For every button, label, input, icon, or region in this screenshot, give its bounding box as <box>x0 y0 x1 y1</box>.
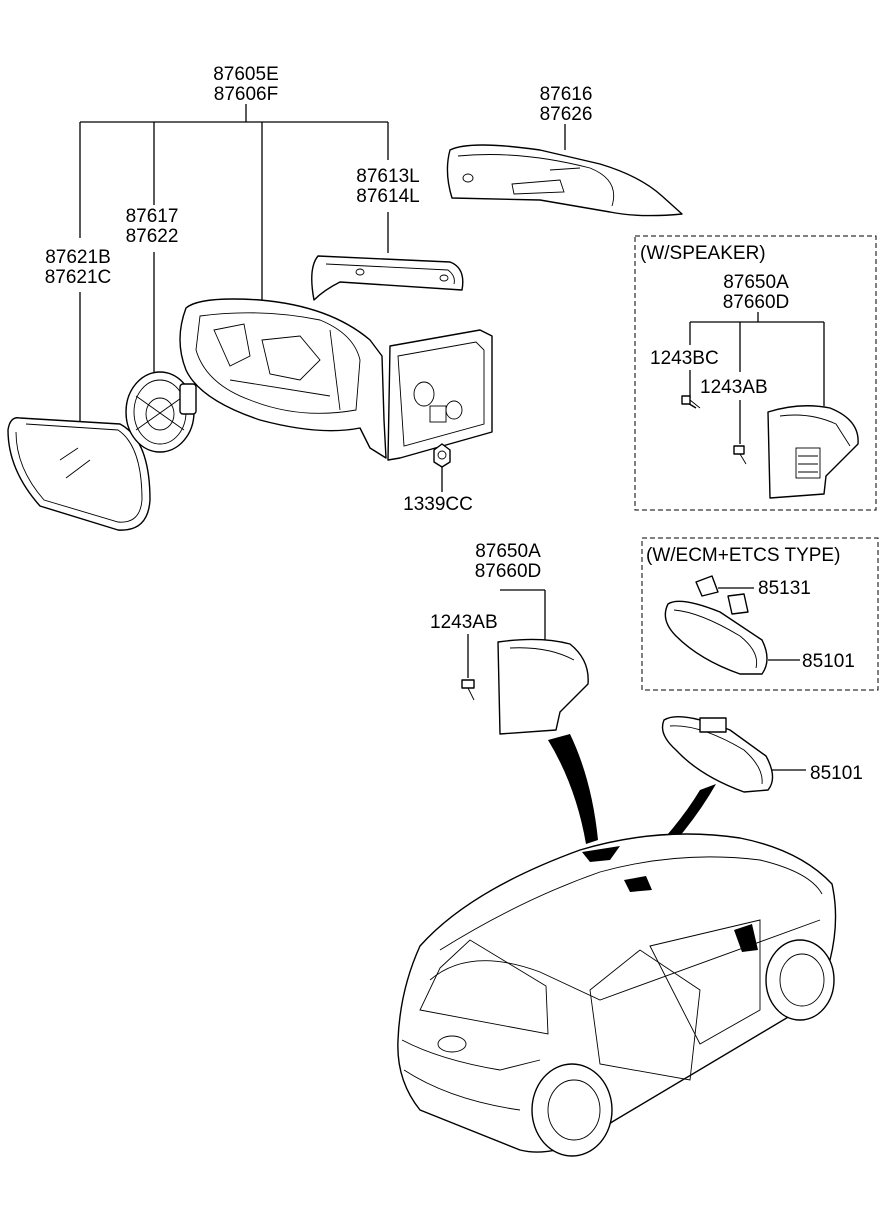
label-housing-b: 87606F <box>214 84 278 105</box>
speaker-box <box>634 235 877 511</box>
screw-1243bc <box>681 395 701 409</box>
mirror-base <box>387 329 493 461</box>
label-actuator-a: 87617 <box>126 206 179 227</box>
mirror-glass <box>7 417 151 531</box>
label-scalp-a: 87616 <box>540 84 593 105</box>
label-screw-bc: 1243BC <box>650 348 719 369</box>
mirror-housing <box>179 298 387 459</box>
labels: 87605E 87606F 87616 87626 87613L 87614L … <box>45 64 863 784</box>
speaker-leader-lines <box>689 312 825 444</box>
label-glass-a: 87621B <box>45 247 111 268</box>
ecm-box <box>641 537 879 691</box>
speaker-cover-lower <box>497 638 589 735</box>
label-lamp-a: 87613L <box>356 166 419 187</box>
label-speaker-cover-b: 87660D <box>723 292 790 313</box>
label-speaker-box-title: (W/SPEAKER) <box>640 243 766 264</box>
housing-leader-lines <box>79 104 566 492</box>
label-sensor: 85131 <box>758 578 811 599</box>
label-speaker-cover-a: 87650A <box>723 272 789 293</box>
label-actuator-b: 87622 <box>126 226 179 247</box>
screw-1243ab <box>461 679 475 701</box>
label-screw-ab-box: 1243AB <box>700 377 768 398</box>
mirror-actuator <box>125 371 197 453</box>
inside-mirror <box>661 715 806 793</box>
label-glass-b: 87621C <box>45 267 112 288</box>
inside-mirror-ecm <box>664 600 800 675</box>
label-housing-a: 87605E <box>213 64 279 85</box>
label-lamp-b: 87614L <box>356 186 419 207</box>
scalp-cover <box>446 144 683 217</box>
cover-leader-lines <box>467 589 546 678</box>
label-nut: 1339CC <box>403 494 473 515</box>
label-scalp-b: 87626 <box>540 104 593 125</box>
speaker-cover <box>767 405 859 499</box>
label-cover-a: 87650A <box>475 541 541 562</box>
side-repeater-lamp <box>311 255 464 301</box>
label-inside-mirror-ecm: 85101 <box>802 651 855 672</box>
label-cover-b: 87660D <box>475 561 542 582</box>
label-inside-mirror: 85101 <box>810 763 863 784</box>
rain-sensor <box>695 575 754 615</box>
nut <box>433 443 451 468</box>
screw-1243ab-speaker <box>733 445 747 465</box>
car-illustration <box>397 833 837 1157</box>
label-screw-ab: 1243AB <box>430 612 498 633</box>
label-ecm-box-title: (W/ECM+ETCS TYPE) <box>646 545 840 566</box>
